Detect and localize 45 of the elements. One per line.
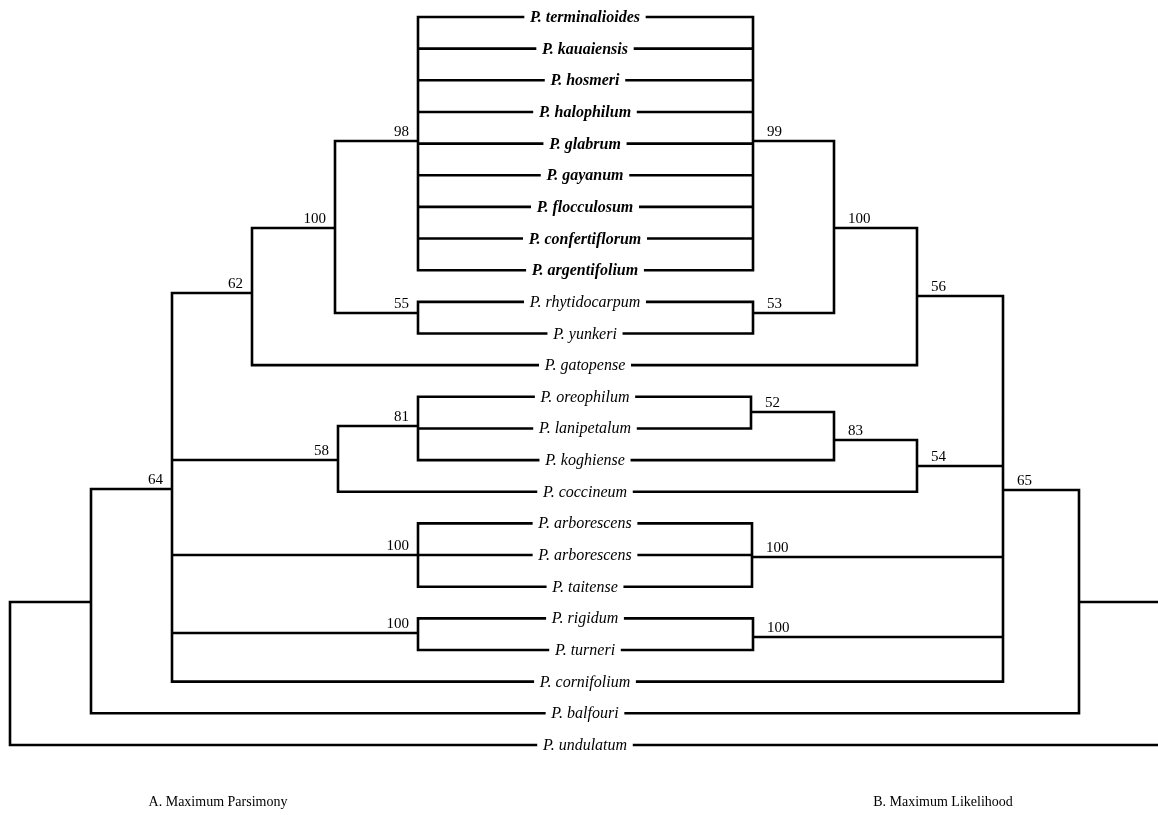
taxon-name: P. arborescens [538,547,632,564]
support-value: 100 [848,211,871,226]
support-value: 98 [394,124,409,139]
taxon-name: P. lanipetalum [538,420,632,437]
taxon-name: P. confertiflorum [528,230,642,247]
taxon-name: P. flocculosum [536,198,634,215]
support-value: 100 [766,540,789,555]
taxon-name: P. rhytidocarpum [529,293,641,310]
support-value: 53 [767,296,782,311]
taxon-name: P. turneri [554,642,616,658]
taxon-name: P. arborescens [538,515,632,532]
support-value: 65 [1017,473,1032,488]
panel-caption: B. Maximum Likelihood [873,795,1013,809]
support-value: 54 [931,449,946,464]
taxon-name: P. terminalioides [530,9,640,25]
taxon-name: P. yunkeri [553,325,617,342]
support-value: 100 [767,620,790,635]
taxon-name: P. taitense [552,578,618,595]
taxon-name: P. kauaiensis [542,40,628,57]
taxon-name: P. cornifolium [539,673,631,690]
support-value: 52 [765,395,780,410]
support-value: 62 [228,276,243,291]
support-value: 55 [394,296,409,311]
panel-caption: A. Maximum Parsimony [148,795,288,809]
support-value: 99 [767,124,782,139]
taxon-name: P. gatopense [544,357,626,374]
taxon-name: P. argentifolium [531,262,639,279]
taxon-name: P. hosmeri [550,72,620,89]
taxon-name: P. coccineum [542,483,628,500]
taxon-name: P. oreophilum [540,388,630,405]
support-value: 56 [931,279,946,294]
taxon-name: P. rigidum [551,610,619,627]
support-value: 64 [148,472,163,487]
support-value: 100 [386,616,409,631]
support-value: 100 [303,211,326,226]
taxon-name: P. balfouri [551,705,619,722]
taxon-name: P. halophilum [538,103,632,120]
support-value: 81 [394,409,409,424]
support-value: 100 [386,538,409,553]
support-value: 58 [314,443,329,458]
taxon-name: P. gayanum [546,167,624,184]
taxon-name: P. koghiense [545,452,625,469]
taxon-name: P. undulatum [542,736,628,753]
taxon-name: P. glabrum [549,135,621,152]
support-value: 83 [848,423,863,438]
